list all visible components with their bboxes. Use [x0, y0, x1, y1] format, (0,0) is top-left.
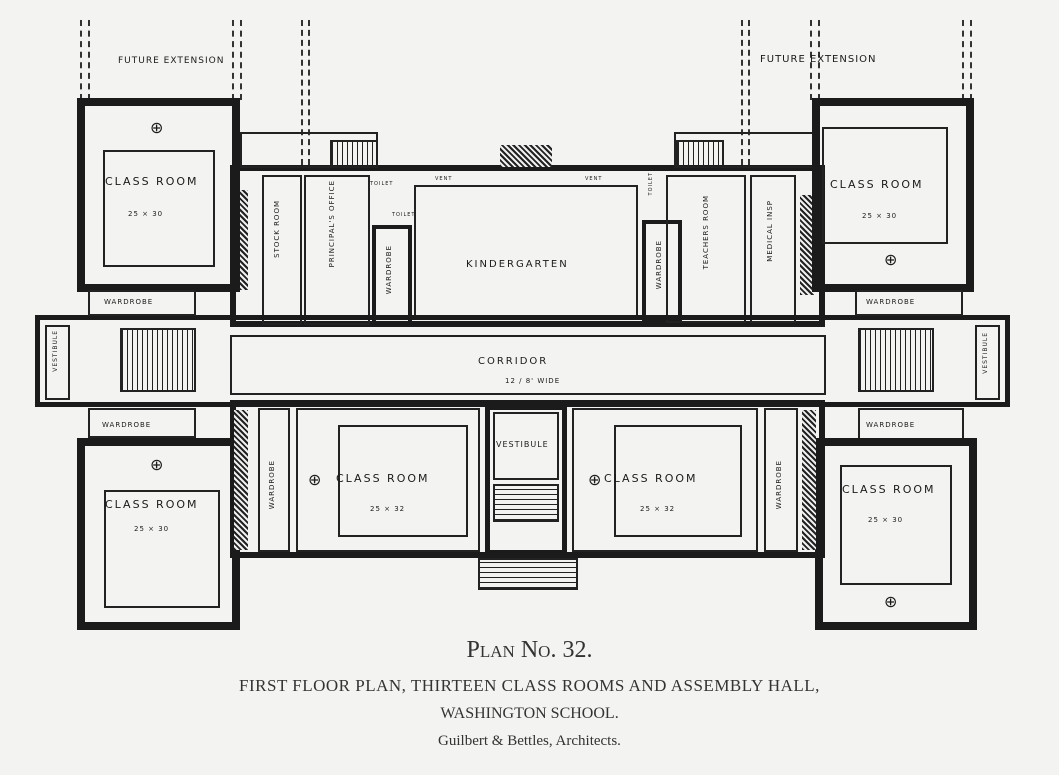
vestibule-center [485, 405, 567, 555]
stairs-right [858, 328, 934, 392]
kindergarten [414, 185, 638, 320]
extension-line [970, 20, 972, 100]
register-icon: ⊕ [884, 592, 898, 611]
stairs [493, 484, 559, 522]
class-room-top-left [77, 98, 240, 292]
class-room-center-right [572, 408, 758, 552]
corridor-label: CORRIDOR [478, 356, 549, 367]
class-room-size: 25 × 30 [862, 212, 898, 220]
teachers-room [666, 175, 746, 323]
class-room-size: 25 × 32 [640, 505, 676, 513]
stairs [676, 140, 724, 168]
teachers-room-label: TEACHERS ROOM [702, 195, 710, 270]
class-room-label: CLASS ROOM [336, 472, 430, 485]
extension-line [308, 20, 310, 165]
register-icon: ⊕ [150, 118, 164, 137]
extension-line [301, 20, 303, 165]
wardrobe [372, 225, 412, 325]
wardrobe-label: WARDROBE [775, 460, 783, 510]
principals-office-label: PRINCIPAL'S OFFICE [328, 180, 336, 268]
class-room-floor [822, 127, 948, 244]
vestibule-label: VESTIBULE [52, 330, 59, 372]
register-icon: ⊕ [588, 470, 602, 489]
principals-office [304, 175, 370, 325]
corridor [230, 335, 826, 395]
wardrobe-label: WARDROBE [866, 421, 916, 429]
wardrobe-label: WARDROBE [102, 421, 152, 429]
extension-line [80, 20, 82, 100]
extension-line [88, 20, 90, 100]
wardrobe [764, 408, 798, 552]
wardrobe [88, 290, 196, 316]
toilet-label: TOILET [370, 181, 394, 187]
class-room-size: 25 × 30 [134, 525, 170, 533]
wardrobe [88, 408, 196, 438]
class-room-floor [103, 150, 215, 267]
school-name: WASHINGTON SCHOOL. [440, 705, 619, 722]
wardrobe-label: WARDROBE [655, 240, 663, 290]
medical-inspection-room [750, 175, 796, 323]
wardrobe-label: WARDROBE [268, 460, 276, 510]
class-room-label: CLASS ROOM [105, 498, 199, 511]
vent-label: VENT [435, 176, 453, 182]
stairs-left [120, 328, 196, 392]
wardrobe-label: WARDROBE [866, 298, 916, 306]
vestibule-left [45, 325, 70, 400]
class-room-floor [840, 465, 952, 585]
extension-line [748, 20, 750, 165]
future-extension-label: FUTURE EXTENSION [760, 54, 877, 65]
class-room-label: CLASS ROOM [842, 483, 936, 496]
chimney [500, 145, 552, 167]
class-room-label: CLASS ROOM [105, 175, 199, 188]
extension-line [232, 20, 234, 100]
class-room-size: 25 × 32 [370, 505, 406, 513]
class-room-center-left [296, 408, 480, 552]
vestibule-room [493, 412, 559, 480]
vestibule-label: VESTIBULE [982, 332, 989, 374]
south-wing-wall [230, 400, 825, 558]
stairs [330, 140, 378, 168]
toilet-label: TOILET [392, 212, 416, 218]
class-room-size: 25 × 30 [128, 210, 164, 218]
register-icon: ⊕ [308, 470, 322, 489]
flues [800, 195, 814, 295]
class-room-label: CLASS ROOM [604, 472, 698, 485]
wardrobe [642, 220, 682, 322]
class-room-size: 25 × 30 [868, 516, 904, 524]
extension-line [810, 20, 812, 100]
extension-line [240, 20, 242, 100]
entrance-steps [478, 558, 578, 590]
class-room-top-right [812, 98, 974, 292]
plan-number: Plan No. 32. [466, 637, 593, 663]
future-extension-label: FUTURE EXTENSION [118, 56, 225, 66]
extension-line [818, 20, 820, 100]
class-room-floor [614, 425, 742, 537]
vestibule-label: VESTIBULE [496, 440, 549, 449]
stock-room [262, 175, 302, 325]
stock-room-label: STOCK ROOM [273, 200, 281, 258]
class-room-floor [338, 425, 468, 537]
wardrobe-label: WARDROBE [385, 245, 393, 295]
extension-line [741, 20, 743, 165]
wardrobe [855, 290, 963, 316]
vestibule-right [975, 325, 1000, 400]
extension-line [962, 20, 964, 100]
class-room-label: CLASS ROOM [830, 178, 924, 191]
architects-credit: Guilbert & Bettles, Architects. [438, 733, 621, 749]
kindergarten-label: KINDERGARTEN [466, 259, 569, 270]
register-icon: ⊕ [884, 250, 898, 269]
medical-insp-label: MEDICAL INSP [766, 200, 774, 262]
wardrobe [258, 408, 290, 552]
flues [234, 410, 248, 550]
class-room-floor [104, 490, 220, 608]
flues [802, 410, 816, 550]
plan-title: FIRST FLOOR PLAN, THIRTEEN CLASS ROOMS A… [239, 676, 820, 695]
wardrobe-label: WARDROBE [104, 298, 154, 306]
vent-label: VENT [585, 176, 603, 182]
corridor-width-label: 12 / 8' WIDE [505, 377, 561, 385]
toilet-label: TOILET [648, 172, 654, 196]
register-icon: ⊕ [150, 455, 164, 474]
